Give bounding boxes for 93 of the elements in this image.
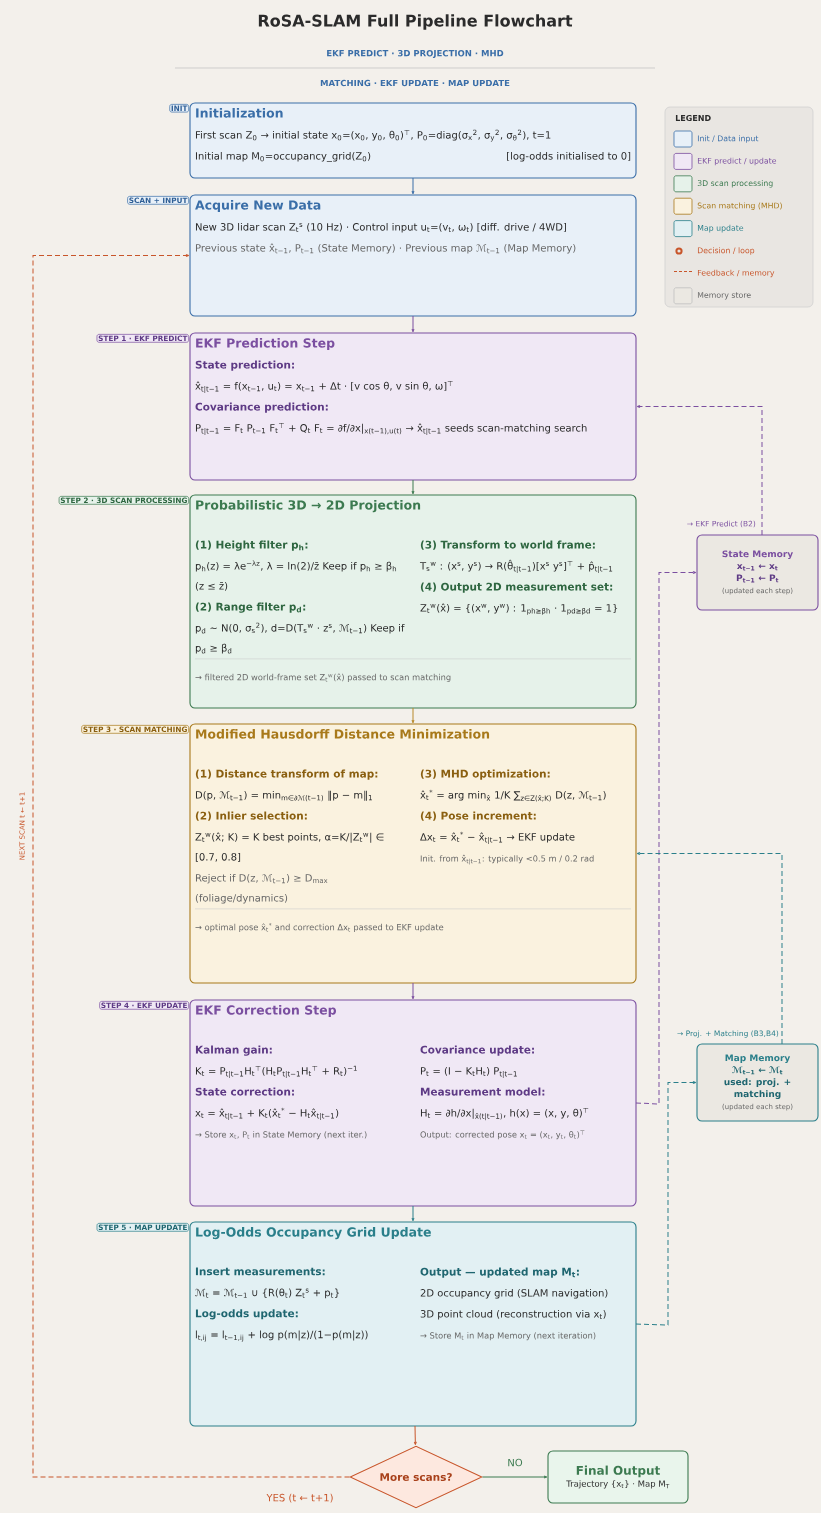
body-text: Z$_{t}$$^{w}$(x̂; K) = K best points, α=K/|Z$_{t}$$^{w}$| ∈ [0.7, 0.8] bbox=[195, 832, 384, 862]
arrow bbox=[411, 315, 415, 333]
process-box bbox=[189, 723, 637, 984]
title: RoSA-SLAM Full Pipeline Flowchart bbox=[258, 14, 573, 30]
process-box bbox=[189, 494, 637, 709]
box-title: Initialization bbox=[196, 108, 283, 118]
body-text: Trajectory {x$_{t}$} · Map M$_{T}$ bbox=[566, 1480, 670, 1489]
body-text: used: proj. + matching bbox=[724, 1078, 791, 1099]
arrow bbox=[32, 254, 350, 1478]
decision-text: More scans? bbox=[380, 1473, 452, 1481]
body-text: Δx$_{t}$ = x̂$_{t}$$^{*}$ − x̂$_{t|t−1}$ → EKF update bbox=[420, 831, 575, 845]
box-title: EKF Correction Step bbox=[196, 1005, 337, 1018]
edge-label: NO bbox=[505, 1457, 525, 1468]
section-heading: (3) Transform to world frame: bbox=[420, 540, 595, 550]
body-text: T$_{s}$$^{w}$ : (x$^{s}$, y$^{s}$) → R(θ̂$_{t|t−1}$)[x$^{s}$ y$^{s}$]$^{⊤}$ + p̂$_{t|t−1}$ bbox=[419, 559, 613, 574]
section-heading: State correction: bbox=[195, 1087, 294, 1096]
box-title: Final Output bbox=[576, 1465, 660, 1478]
body-text: New 3D lidar scan Z$_{t}$$^{s}$ (10 Hz) · Control input u$_{t}$=(v$_{t}$, ω$_{t}$) [diff. drive / 4WD] bbox=[196, 222, 566, 233]
process-box bbox=[189, 102, 637, 179]
box-title: Map Memory bbox=[725, 1054, 791, 1063]
process-box bbox=[189, 194, 637, 317]
box-title: EKF Prediction Step bbox=[196, 338, 335, 351]
body-text: p$_{h}$(z) = λe$^{−λz}$, λ = ln(2)/z̄ Keep if p$_{h}$ ≥ β$_{h}$ (z ≤ z̄) bbox=[195, 560, 396, 591]
arrow bbox=[413, 1425, 417, 1446]
arrow bbox=[636, 852, 783, 1045]
body-text: K$_{t}$ = P$_{t|t−1}$H$_{t}$$^{⊤}$(H$_{t}$P$_{t|t−1}$H$_{t}$$^{⊤}$ + R$_{t}$)$^{−1}$ bbox=[196, 1065, 357, 1079]
arrow bbox=[635, 1081, 697, 1326]
body-text: P$_{t−1}$ ← P$_{t}$ bbox=[736, 574, 779, 583]
note-text: → optimal pose x̂$_{t}$$^{*}$ and correction Δx$_{t}$ passed to EKF update bbox=[195, 923, 444, 932]
section-heading: (1) Distance transform of map: bbox=[195, 769, 378, 780]
arrow bbox=[411, 479, 415, 495]
output-box bbox=[547, 1450, 689, 1504]
body-text: First scan Z$_{0}$ → initial state x$_{0}$=(x$_{0}$, y$_{0}$, θ$_{0}$)$^{⊤}$, P$_{0}$=diag(σ$_{x}$$^{2}$, σ$_{y}$$^{2}$, σ$_{θ}$$^{2}$), t=1 bbox=[196, 129, 551, 142]
body-text: Initial map M$_{0}$=occupancy_grid(Z$_{0}$) bbox=[196, 151, 371, 162]
body-text: H$_{t}$ = ∂h/∂x|$_{x̂(t|t−1)}$, h(x) = (x, y, θ)$^{⊤}$ bbox=[421, 1107, 589, 1121]
section-heading: Insert measurements: bbox=[195, 1267, 325, 1276]
body-text: p$_{d}$ ∼ N(0, σ$_{s}$$^{2}$), d=D(T$_{s}$$^{w}$ · z$^{s}$, ℳ$_{t−1}$) Keep if p$_{d}$ ≥ β$_{d}$ bbox=[195, 622, 405, 654]
body-text: x$_{t−1}$ ← x$_{t}$ bbox=[736, 564, 778, 571]
arrow bbox=[411, 707, 415, 724]
body-text: P$_{t}$ = (I − K$_{t}$H$_{t}$) P$_{t|t−1}$ bbox=[421, 1066, 517, 1079]
arrow bbox=[482, 1475, 548, 1479]
body-text: x̂$_{t|t−1}$ = f(x$_{t−1}$, u$_{t}$) = x$_{t−1}$ + Δt · [v cos θ, v sin θ, ω]$^{⊤}$ bbox=[195, 381, 453, 394]
section-heading: (2) Range filter p$_{d}$: bbox=[195, 602, 306, 613]
section-heading: (4) Pose increment: bbox=[420, 811, 536, 821]
body-text: Z$_{t}$$^{w}$(x̂) = {(x$^{w}$, y$^{w}$) : 1$_{ph≥βh}$ · 1$_{pd≥βd}$ = 1} bbox=[420, 603, 618, 615]
body-text: P$_{t|t−1}$ = F$_{t}$ P$_{t−1}$ F$_{t}$$^{⊤}$ + Q$_{t}$ F$_{t}$ = ∂f/∂x|$_{x(t−1),u(t)}$ → x̂$_{t|t−1}$ seeds scan-matching search bbox=[196, 423, 587, 436]
process-box bbox=[189, 332, 637, 481]
section-heading: (4) Output 2D measurement set: bbox=[420, 582, 613, 593]
section-heading: Covariance update: bbox=[420, 1045, 534, 1056]
body-text: D(p, ℳ$_{t−1}$) = min$_{m∈∂ℳ(t−1)}$ ‖p − m‖$_{1}$ bbox=[196, 790, 372, 802]
body-text: ℳ$_{t}$ = ℳ$_{t−1}$ ∪ {R(θ$_{t}$) Z$_{t}$$^{s}$ + p$_{t}$} bbox=[195, 1288, 339, 1299]
arrow bbox=[411, 1205, 415, 1222]
box-title: Acquire New Data bbox=[195, 200, 321, 213]
section-heading: Output — updated map M$_{t}$: bbox=[420, 1267, 579, 1278]
note-text: Init. from x̂$_{t|t−1}$: typically <0.5 m / 0.2 rad bbox=[420, 854, 594, 865]
body-text: x$_{t}$ = x̂$_{t|t−1}$ + K$_{t}$(x̂$_{t}$$^{*}$ − H$_{t}$x̂$_{t|t−1}$) bbox=[195, 1107, 339, 1121]
subtitle: MATCHING · EKF UPDATE · MAP UPDATE bbox=[320, 79, 510, 87]
process-box bbox=[189, 1221, 637, 1427]
box-title: Log-Odds Occupancy Grid Update bbox=[196, 1227, 431, 1240]
body-text: l$_{t,ij}$ = l$_{t−1,ij}$ + log p(m|z)/(1−p(m|z)) bbox=[195, 1330, 368, 1342]
note-text: Output: corrected pose x$_{t}$ = (x$_{t}$, y$_{t}$, θ$_{t}$)$^{⊤}$ bbox=[420, 1130, 585, 1140]
decision-diamond bbox=[349, 1445, 483, 1509]
body-text: 3D point cloud (reconstruction via x$_{t}$) bbox=[420, 1309, 606, 1320]
note-text: → Store x$_{t}$, P$_{t}$ in State Memory (next iter.) bbox=[195, 1131, 367, 1140]
section-heading: (3) MHD optimization: bbox=[420, 769, 550, 780]
box-title: Modified Hausdorff Distance Minimization bbox=[196, 729, 490, 739]
section-heading: (1) Height filter p$_{h}$: bbox=[195, 540, 308, 551]
section-heading: State prediction: bbox=[195, 360, 294, 371]
section-heading: Measurement model: bbox=[420, 1087, 545, 1096]
section-heading: Covariance prediction: bbox=[195, 402, 328, 413]
body-text: x̂$_{t}$$^{*}$ = arg min$_{x̂}$ 1/K ∑$_{z∈Z(x̂;K)}$ D(z, ℳ$_{t−1}$) bbox=[420, 789, 606, 802]
box-title: Probabilistic 3D → 2D Projection bbox=[196, 500, 421, 513]
legend-title: LEGEND bbox=[675, 115, 711, 122]
section-heading: Log-odds update: bbox=[195, 1309, 298, 1320]
arrow bbox=[636, 405, 763, 536]
memory-box bbox=[696, 1043, 819, 1122]
note-text: → Store M$_{t}$ in Map Memory (next iteration) bbox=[420, 1332, 596, 1341]
section-heading: Kalman gain: bbox=[195, 1045, 272, 1056]
body-text: ℳ$_{t−1}$ ← ℳ$_{t}$ bbox=[732, 1066, 783, 1075]
edge-label: YES (t ← t+1) bbox=[264, 1492, 336, 1505]
note-text: → filtered 2D world-frame set Z$_{t}$$^{w}$(x̂) passed to scan matching bbox=[195, 673, 451, 682]
body-text: Reject if D(z, ℳ$_{t−1}$) ≥ D$_{max}$ (foliage/dynamics) bbox=[195, 873, 328, 904]
body-text: Previous state x̂$_{t−1}$, P$_{t−1}$ (State Memory) · Previous map ℳ$_{t−1}$ (Map Memory) bbox=[196, 243, 576, 254]
body-text: [log-odds initialised to 0] bbox=[507, 151, 631, 162]
arrow bbox=[411, 177, 415, 195]
memory-box bbox=[696, 534, 819, 611]
subtitle: EKF PREDICT · 3D PROJECTION · MHD bbox=[327, 50, 504, 59]
body-text: 2D occupancy grid (SLAM navigation) bbox=[420, 1288, 608, 1299]
process-box bbox=[189, 999, 637, 1207]
section-heading: (2) Inlier selection: bbox=[195, 811, 307, 821]
arrow bbox=[411, 982, 415, 1000]
box-title: State Memory bbox=[722, 550, 793, 560]
arrow bbox=[635, 571, 697, 1105]
